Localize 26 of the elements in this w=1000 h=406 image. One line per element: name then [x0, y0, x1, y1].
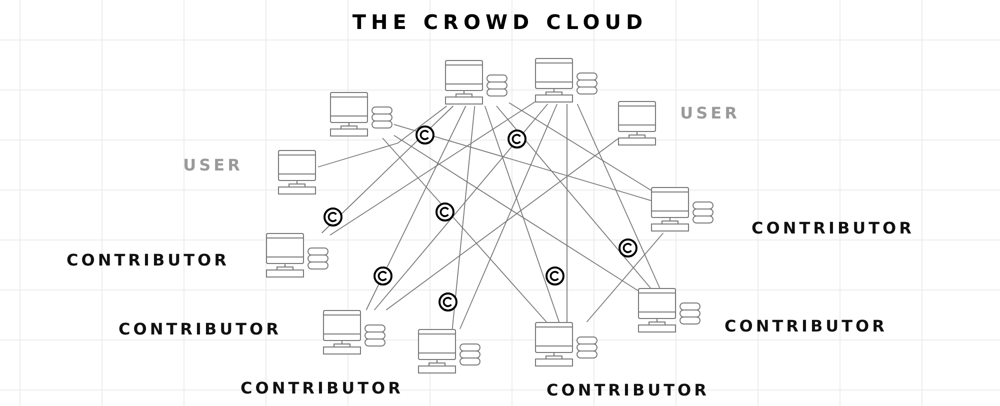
- connection-line: [321, 106, 454, 234]
- connection-line: [386, 138, 618, 310]
- connection-line: [382, 138, 547, 322]
- connection-line: [330, 101, 536, 236]
- role-label: CONTRIBUTOR: [752, 218, 914, 238]
- connection-line: [586, 232, 664, 322]
- connection-line: [452, 106, 476, 330]
- role-label: CONTRIBUTOR: [240, 378, 404, 398]
- connection-line: [318, 106, 448, 168]
- role-label: USER: [680, 104, 740, 122]
- role-label: CONTRIBUTOR: [724, 316, 888, 336]
- connection-line: [459, 104, 558, 330]
- connection-line: [496, 106, 651, 288]
- connection-line: [394, 124, 652, 201]
- connection-line: [374, 104, 548, 310]
- role-label: CONTRIBUTOR: [118, 320, 282, 338]
- role-label: CONTRIBUTOR: [546, 380, 710, 400]
- connection-line: [566, 104, 568, 322]
- connection-line: [508, 102, 652, 191]
- role-label: USER: [183, 156, 243, 174]
- connection-line: [366, 106, 466, 310]
- connection-line: [484, 106, 560, 322]
- diagram-title: THE CROWD CLOUD: [351, 10, 649, 34]
- connection-line: [394, 134, 638, 292]
- connection-line: [576, 104, 660, 288]
- role-label: CONTRIBUTOR: [66, 250, 230, 270]
